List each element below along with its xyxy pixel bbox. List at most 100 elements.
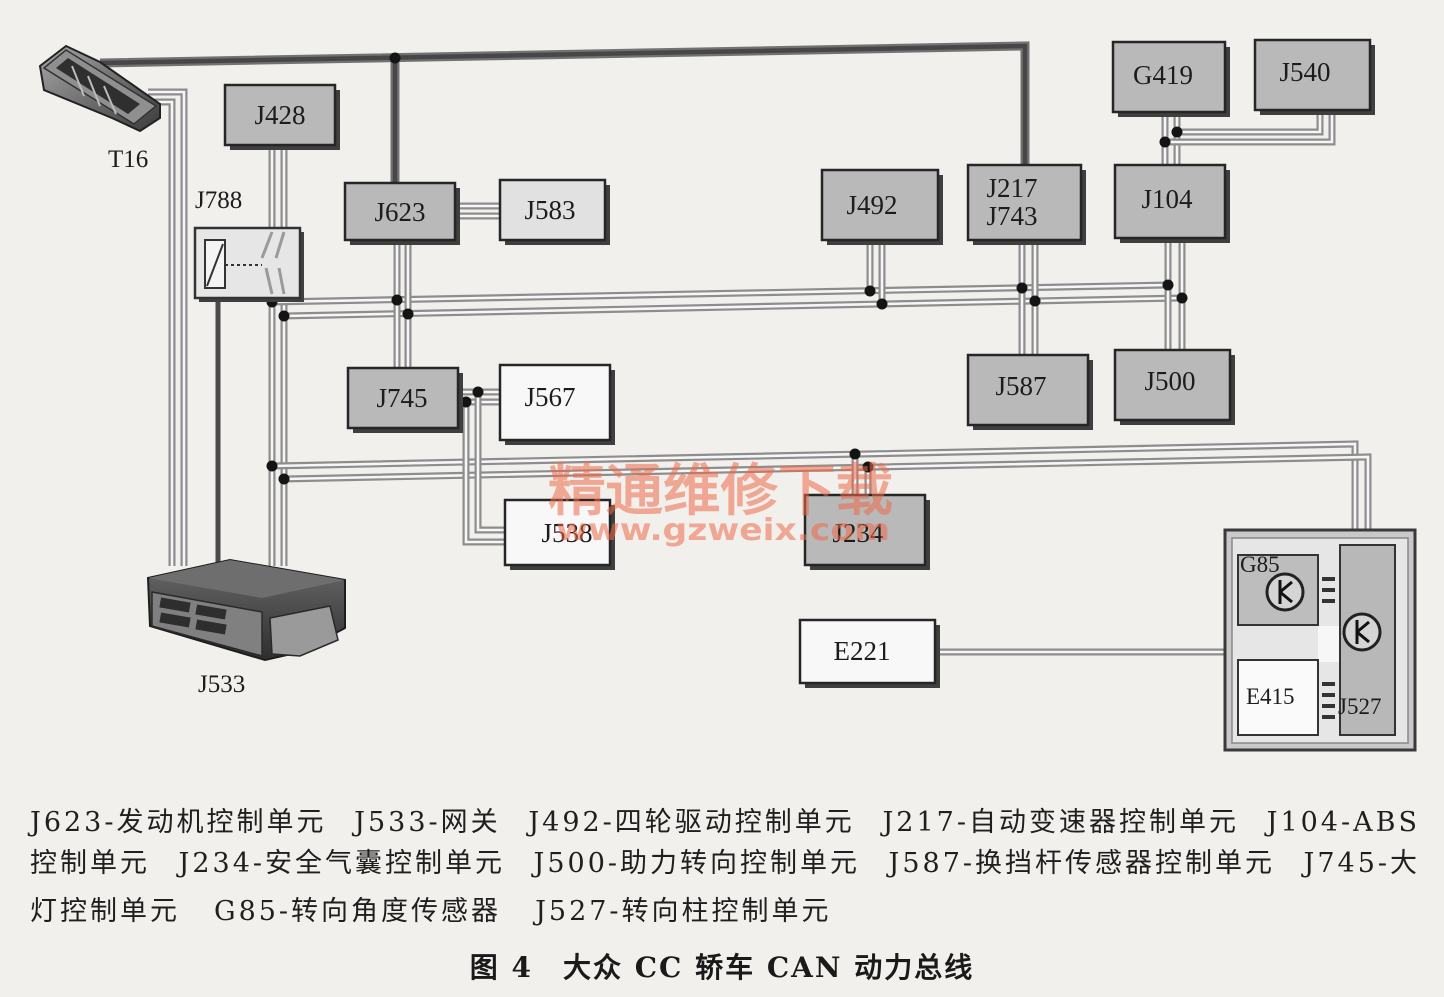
g419-box: G419 <box>1111 40 1230 117</box>
j428-box: J428 <box>223 83 340 150</box>
j533-pin-slot <box>159 597 191 613</box>
junction-dots <box>266 52 1188 485</box>
relay-switch-contact <box>277 267 286 295</box>
junction-dot <box>849 448 861 460</box>
j104-rect <box>1113 163 1227 240</box>
t16-wire-b-core <box>146 100 174 566</box>
j428-rect <box>223 83 337 147</box>
j623-label: J623 <box>374 197 425 227</box>
junction-dot <box>862 461 874 473</box>
junction-dot <box>278 473 290 485</box>
relay-switch-contact <box>260 231 274 259</box>
e221-rect <box>798 618 937 685</box>
pin-icon <box>1322 693 1335 697</box>
junction-dot <box>1016 282 1028 294</box>
j587-box: J587 <box>966 353 1093 430</box>
j623-box: J623 <box>343 181 460 245</box>
j567-label: J567 <box>524 382 575 412</box>
caption-entry: J623-发动机控制单元 <box>30 807 327 838</box>
t16-rib <box>87 75 101 107</box>
j492-rect <box>820 168 940 242</box>
relay-switch-contact <box>264 267 274 295</box>
j745-rect <box>346 366 460 430</box>
sensor-transistor-icon <box>1265 572 1305 612</box>
controller-transistor-icon <box>1342 612 1382 652</box>
j538-box: J538 <box>503 498 615 570</box>
j540-rect <box>1253 38 1372 112</box>
bus-lower-b-core <box>283 455 1370 545</box>
e415-box <box>1237 659 1319 736</box>
caption-entry: J492-四轮驱动控制单元 <box>528 807 855 838</box>
relay-coil-diagonal <box>206 243 224 287</box>
j567-box: J567 <box>498 363 615 445</box>
j538-rect <box>503 498 612 567</box>
caption-line-1: J623-发动机控制单元 J533-网关 J492-四轮驱动控制单元 J217-… <box>30 806 1420 840</box>
watermark-text: 精通维修下载 <box>548 459 893 524</box>
j492-box: J492 <box>820 168 943 245</box>
j533-gateway-module: J533 <box>146 558 346 698</box>
caption-entry: J104-ABS <box>1266 807 1420 838</box>
caption-entry: J527-转向柱控制单元 <box>535 896 832 927</box>
junction-dot <box>389 52 401 64</box>
junction-dot <box>1162 279 1174 291</box>
j587-label: J587 <box>995 371 1046 401</box>
j217-j743-rect <box>966 163 1083 242</box>
t16-pin-slot <box>56 58 140 114</box>
j217-label: J217 <box>986 173 1037 203</box>
caption-entry: J500-助力转向控制单元 <box>533 848 860 879</box>
j533-pin-slot <box>195 604 227 620</box>
j788-relay: J788 <box>193 187 304 302</box>
j743-label: J743 <box>986 201 1037 231</box>
j538-wire-b-core <box>464 402 505 544</box>
j234-label: J234 <box>832 518 884 548</box>
t16-rib <box>103 85 117 115</box>
j788-label: J788 <box>195 187 242 214</box>
j533-pin-slot <box>195 619 227 635</box>
junction-dot <box>472 386 484 398</box>
j533-top-face <box>148 560 345 598</box>
j217-j743-box: J217 J743 <box>966 163 1086 245</box>
junction-dot <box>391 294 403 306</box>
j587-rect <box>966 353 1090 427</box>
watermark-url: www.gzweix.com <box>556 513 890 548</box>
j567-rect <box>498 363 612 442</box>
caption-line-2: 控制单元 J234-安全气囊控制单元 J500-助力转向控制单元 J587-换挡… <box>30 847 1420 881</box>
relay-switch-contact <box>274 231 286 259</box>
junction-dot <box>460 396 472 408</box>
g85-label: G85 <box>1240 552 1280 577</box>
j533-label: J533 <box>198 671 245 698</box>
j104-box: J104 <box>1113 163 1230 243</box>
j540-wire-a-core <box>1177 110 1322 134</box>
junction-dot <box>402 308 414 320</box>
j533-connector-right <box>269 605 339 657</box>
j540-label: J540 <box>1279 57 1330 87</box>
j500-box: J500 <box>1113 348 1235 425</box>
top-dark-line-core <box>99 43 1028 165</box>
junction-dot <box>1176 292 1188 304</box>
caption-entry: 控制单元 <box>30 848 150 879</box>
j540-wire-b-core <box>1165 110 1334 144</box>
j583-rect <box>498 178 607 242</box>
j623-rect <box>343 181 457 242</box>
caption-entry: J533-网关 <box>354 807 501 838</box>
module-link-strip <box>1318 626 1340 662</box>
junction-dot <box>864 285 876 297</box>
pin-icon <box>1322 715 1335 719</box>
figure-title: 图 4 大众 CC 轿车 CAN 动力总线 <box>469 951 975 984</box>
e415-label: E415 <box>1246 684 1295 709</box>
junction-dot <box>1159 136 1171 148</box>
caption-entry: J745-大 <box>1303 848 1420 879</box>
t16-connector: T16 <box>38 44 161 173</box>
j538-wire-a-core <box>476 392 505 532</box>
steering-column-module: G85 J527 E415 <box>1223 528 1417 752</box>
junction-dot <box>876 298 888 310</box>
junction-dot <box>1171 126 1183 138</box>
junction-dot <box>266 460 278 472</box>
t16-wire-a <box>148 88 188 566</box>
caption-entry: 灯控制单元 <box>30 896 180 927</box>
caption-line-3: 灯控制单元 G85-转向角度传感器 J527-转向柱控制单元 <box>30 895 1420 929</box>
caption-entry: G85-转向角度传感器 <box>214 896 502 927</box>
wires <box>99 41 1372 656</box>
j745-box: J745 <box>346 366 463 433</box>
e221-box: E221 <box>798 618 940 688</box>
